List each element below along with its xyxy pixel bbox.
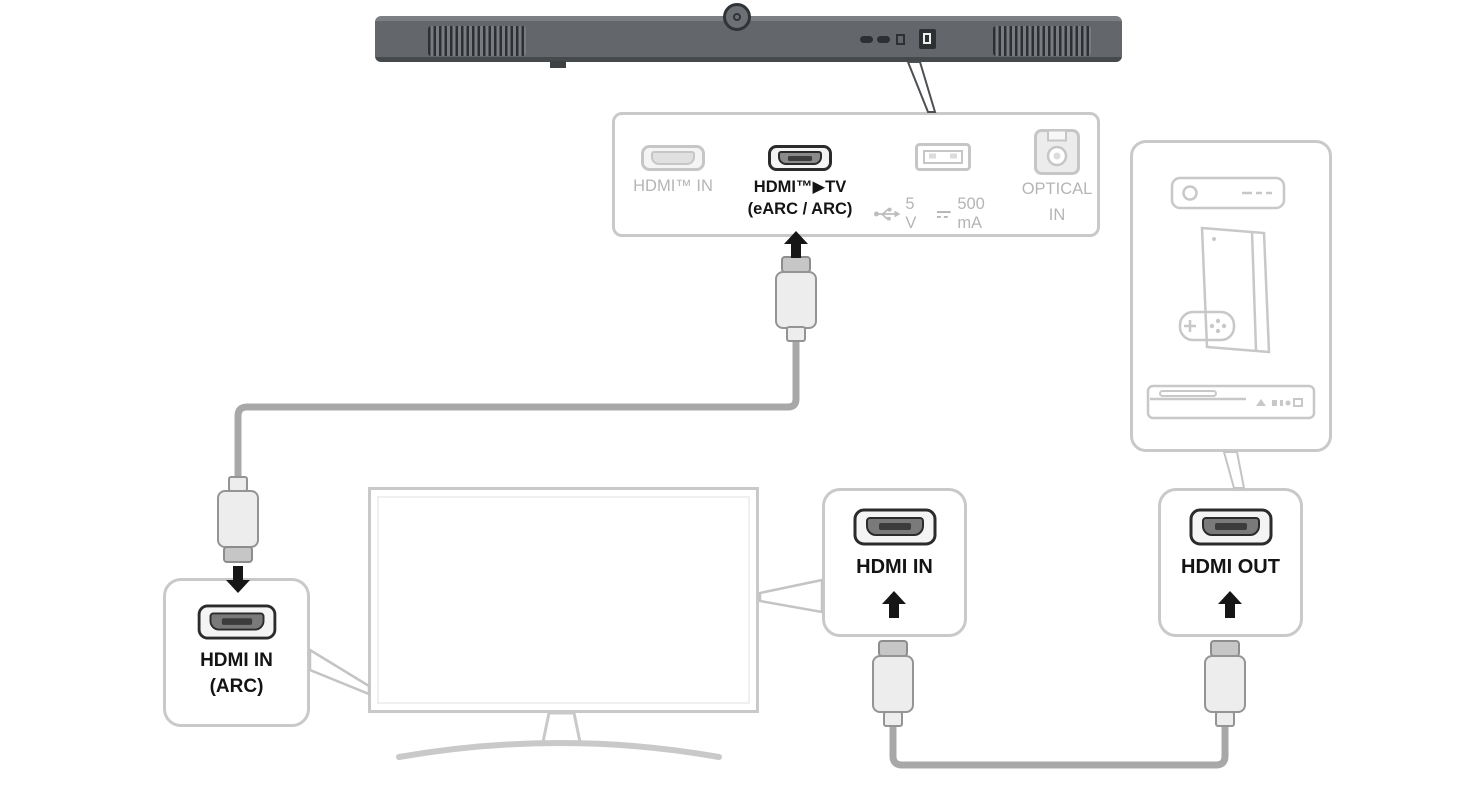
port-group-hdmi-in: HDMI™ IN xyxy=(621,145,725,197)
optical-port-icon xyxy=(1034,129,1080,175)
soundbar-top-dial-icon xyxy=(723,3,751,31)
hdmi-plug-tip xyxy=(223,546,253,563)
speaker-grille-right-icon xyxy=(993,26,1091,56)
port-group-usb: 5 V 500 mA xyxy=(873,143,1013,233)
callout-pointer-tv-hdmi-in xyxy=(758,578,824,614)
hdmi-plug-body xyxy=(775,271,817,329)
cable-device-to-tv-hdmi-in xyxy=(889,722,1229,769)
tv-stand-neck xyxy=(541,711,582,744)
callout-pointer-soundbar xyxy=(906,61,937,113)
cable-soundbar-to-tv xyxy=(234,336,800,482)
hdmi-port-icon xyxy=(641,145,705,171)
soundbar-rear-ports-panel: HDMI™ IN HDMI™▶TV (eARC / ARC) xyxy=(612,112,1100,237)
port-hdmi-in-label: HDMI™ IN xyxy=(633,177,713,195)
port-optical-label-line1: OPTICAL xyxy=(1021,180,1093,198)
hdmi-port-icon xyxy=(768,145,832,171)
dc-symbol-icon xyxy=(936,211,951,218)
hdmi-plug-body xyxy=(872,655,914,713)
hdmi-plug-neck xyxy=(786,326,806,342)
port-hdmi-tv-sublabel: (eARC / ARC) xyxy=(747,199,853,218)
tv-hdmi-in-label: HDMI IN xyxy=(856,556,933,578)
speaker-grille-left-icon xyxy=(428,26,526,56)
usb-power-rating: 5 V 500 mA xyxy=(873,195,1013,233)
hdmi-plug-neck xyxy=(1215,711,1235,727)
hdmi-plug-body xyxy=(217,490,259,548)
tv-screen xyxy=(368,487,759,713)
usb-symbol-icon xyxy=(873,207,901,221)
hdmi-plug-neck xyxy=(883,711,903,727)
soundbar-foot xyxy=(550,61,566,68)
device-hdmi-out-callout: HDMI OUT xyxy=(1158,488,1303,637)
game-console-icon xyxy=(1178,226,1271,354)
tv-arc-label: HDMI IN xyxy=(200,650,273,671)
arrow-up-icon xyxy=(784,231,808,258)
arrow-up-icon xyxy=(1218,591,1242,618)
device-hdmi-out-label: HDMI OUT xyxy=(1181,556,1280,578)
soundbar-power-port-icon xyxy=(919,29,936,49)
soundbar-port-icon xyxy=(877,36,890,43)
external-devices-panel xyxy=(1130,140,1332,452)
hdmi-port-icon xyxy=(197,604,276,640)
hdmi-plug-body xyxy=(1204,655,1246,713)
hdmi-port-icon xyxy=(853,508,936,546)
tv-hdmi-arc-callout: HDMI IN (ARC) xyxy=(163,578,310,727)
soundbar-port-icon xyxy=(860,36,873,43)
usb-port-icon xyxy=(915,143,971,171)
tv-arc-sublabel: (ARC) xyxy=(209,675,264,697)
callout-pointer-devices xyxy=(1222,451,1246,489)
usb-current-label: 500 mA xyxy=(957,195,985,232)
blu-ray-player-icon xyxy=(1146,384,1316,420)
tv-stand-base xyxy=(396,740,722,760)
arrow-up-icon xyxy=(882,591,906,618)
soundbar-port-icon xyxy=(896,34,905,45)
port-group-optical-in: OPTICAL IN xyxy=(1015,129,1099,226)
tv-hdmi-in-callout: HDMI IN xyxy=(822,488,967,637)
usb-voltage-label: 5 V xyxy=(905,195,917,232)
external-devices-icons xyxy=(1146,176,1316,420)
port-hdmi-tv-label: HDMI™▶TV xyxy=(753,178,847,196)
set-top-box-icon xyxy=(1170,176,1286,210)
port-optical-label-line2: IN xyxy=(1048,205,1066,224)
arrow-down-icon xyxy=(226,566,250,593)
callout-pointer-tv-arc xyxy=(308,647,371,696)
hdmi-port-icon xyxy=(1189,508,1272,546)
port-group-hdmi-tv-earc: HDMI™▶TV (eARC / ARC) xyxy=(733,145,867,219)
